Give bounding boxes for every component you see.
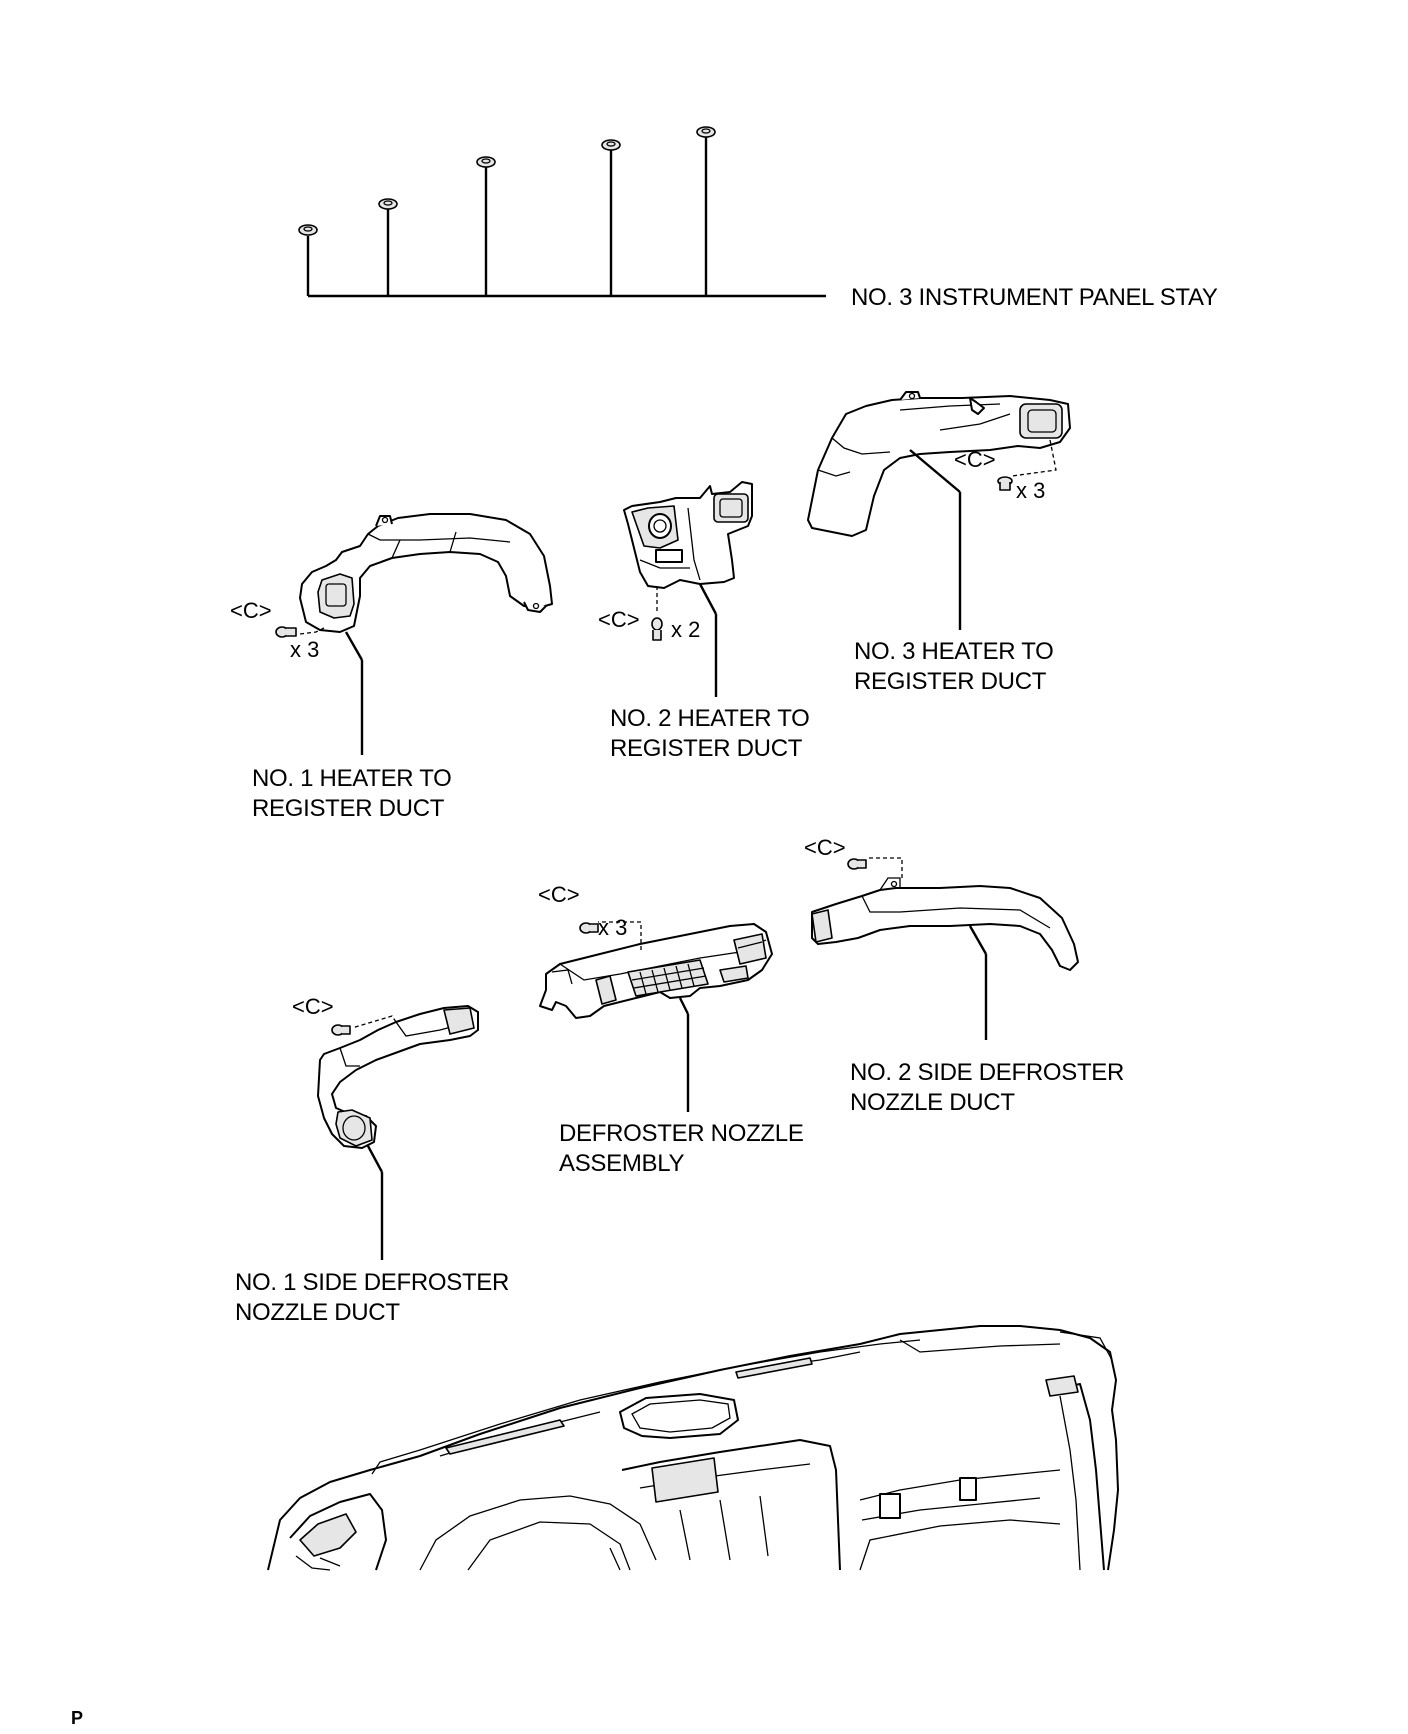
fastener-tag: <C>	[598, 607, 640, 632]
no1-side-defroster-duct: <C> NO. 1 SIDE DEFROSTER NOZZLE DUCT	[235, 994, 509, 1326]
footer-mark: P	[71, 1708, 83, 1728]
duct2-label-line2: REGISTER DUCT	[610, 735, 803, 762]
instrument-panel-outline	[267, 1325, 1119, 1571]
side1-label-line1: NO. 1 SIDE DEFROSTER	[235, 1269, 509, 1296]
bolt-icon	[651, 617, 663, 641]
clip-icon	[476, 156, 496, 168]
instrument-panel-stay: NO. 3 INSTRUMENT PANEL STAY	[298, 126, 1218, 311]
bolt-icon	[331, 1024, 351, 1036]
fastener-qty: x 2	[671, 617, 700, 642]
fastener-tag: <C>	[954, 447, 996, 472]
fastener-tag: <C>	[292, 994, 334, 1019]
side2-label-line2: NOZZLE DUCT	[850, 1089, 1015, 1116]
duct2-label-line1: NO. 2 HEATER TO	[610, 705, 810, 732]
clip-icon	[601, 139, 621, 151]
defroster-label-line1: DEFROSTER NOZZLE	[559, 1120, 804, 1147]
fastener-qty: x 3	[1016, 478, 1045, 503]
duct1-label-line2: REGISTER DUCT	[252, 795, 445, 822]
fastener-tag: <C>	[538, 882, 580, 907]
clip-icon	[696, 126, 716, 138]
side2-label-line1: NO. 2 SIDE DEFROSTER	[850, 1059, 1124, 1086]
duct1-label-line1: NO. 1 HEATER TO	[252, 765, 452, 792]
duct3-label-line2: REGISTER DUCT	[854, 668, 1047, 695]
no2-side-defroster-duct: <C> NO. 2 SIDE DEFROSTER NOZZLE DUCT	[804, 835, 1124, 1116]
duct3-label-line1: NO. 3 HEATER TO	[854, 638, 1054, 665]
fastener-tag: <C>	[230, 598, 272, 623]
bolt-icon	[579, 922, 599, 934]
defroster-nozzle-assembly: <C> x 3 DEFROSTER NOZZLE ASSEMBLY	[538, 882, 804, 1177]
bolt-icon	[275, 626, 297, 638]
fastener-qty: x 3	[290, 637, 319, 662]
no1-heater-duct: <C> x 3 NO. 1 HEATER TO REGISTER DUCT	[230, 513, 553, 822]
fastener-tag: <C>	[804, 835, 846, 860]
fastener-qty: x 3	[598, 915, 627, 940]
defroster-label-line2: ASSEMBLY	[559, 1150, 684, 1177]
stay-label: NO. 3 INSTRUMENT PANEL STAY	[851, 284, 1218, 311]
side1-label-line2: NOZZLE DUCT	[235, 1299, 400, 1326]
bolt-icon	[997, 476, 1013, 491]
bolt-icon	[847, 858, 867, 870]
no3-heater-duct: <C> x 3 NO. 3 HEATER TO REGISTER DUCT	[807, 391, 1071, 695]
no2-heater-duct: <C> x 2 NO. 2 HEATER TO REGISTER DUCT	[598, 481, 810, 762]
clip-icon	[298, 224, 318, 236]
clip-icon	[378, 198, 398, 210]
